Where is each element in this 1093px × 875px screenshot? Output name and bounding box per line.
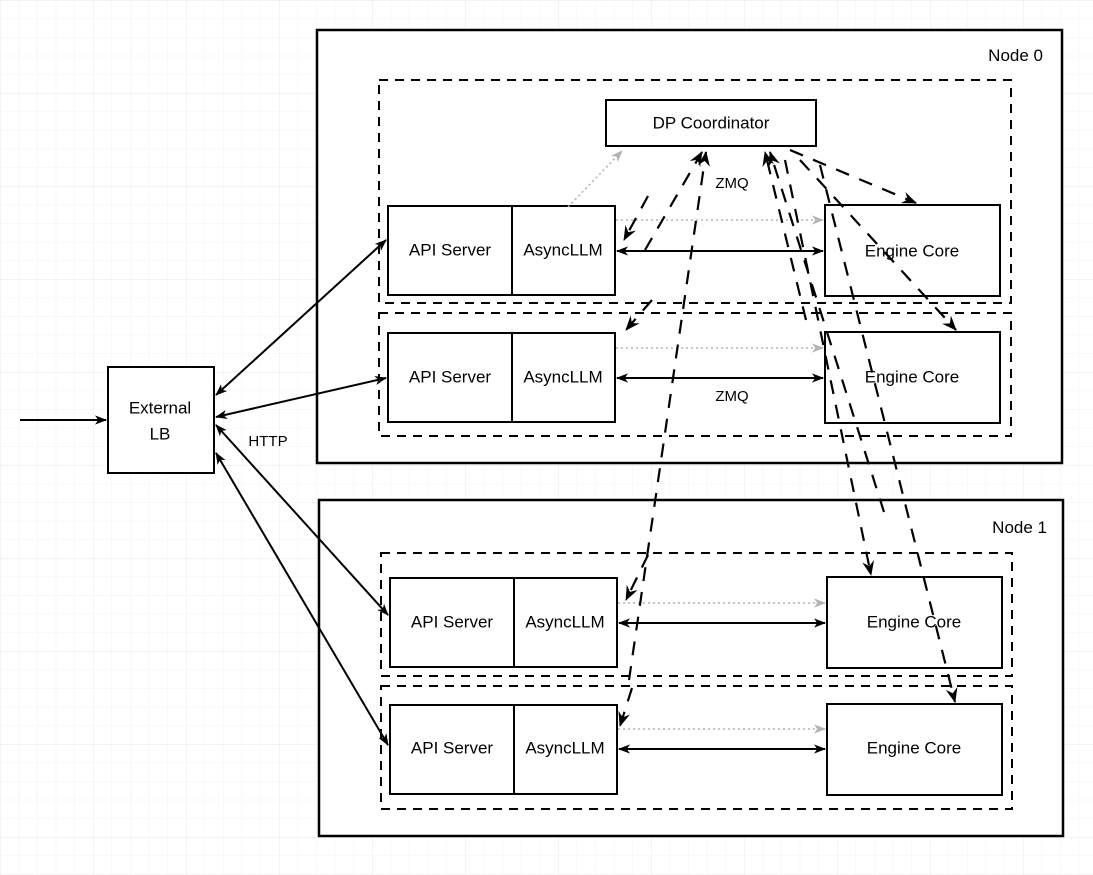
edge-lb-apiserver-0-1 <box>215 375 387 420</box>
node-1-group-1-enginecore-box[interactable] <box>826 703 1003 796</box>
node-0-label: Node 0 <box>988 46 1043 65</box>
node-1-group-0-enginecore-label: Engine Core <box>867 612 962 631</box>
dp-coordinator-box[interactable] <box>605 99 817 147</box>
external-lb-label-line2: LB <box>150 424 171 443</box>
node-1-group-0-apiserver-box[interactable] <box>389 577 618 668</box>
zmq-label-coordinator: ZMQ <box>715 175 748 192</box>
node-1-group-1-asyncllm-label: AsyncLLM <box>525 738 604 757</box>
http-label: HTTP <box>248 433 287 450</box>
edge-coordinator-in-1-1 <box>768 151 886 513</box>
node-1-group-0-asyncllm-label: AsyncLLM <box>525 612 604 631</box>
dp-coordinator-label: DP Coordinator <box>653 113 770 132</box>
node-0-group-1-asyncllm-label: AsyncLLM <box>523 367 602 386</box>
edge-lb-apiserver-0-0 <box>215 239 387 396</box>
external-lb-box[interactable] <box>107 366 215 474</box>
node-0-group-0-enginecore-box[interactable] <box>824 204 1001 297</box>
node-0-group-1-enginecore-box[interactable] <box>824 331 1001 424</box>
edge-lb-apiserver-1-1 <box>215 452 389 746</box>
edge-coordinator-out-1-1 <box>818 164 958 703</box>
edge-coordinator-to-asyncllm-1-0 <box>625 554 649 601</box>
node-1-group-1-apiserver-box[interactable] <box>389 704 618 795</box>
external-lb-label-line1: External <box>129 398 191 417</box>
node-0-group-0-apiserver-box[interactable] <box>387 205 616 296</box>
edge-coordinator-out-0-0 <box>789 148 917 205</box>
node-0-group-0-boundary <box>378 79 1012 304</box>
node-0-group-0-apiserver-label: API Server <box>409 240 492 259</box>
edge-coordinator-to-asyncllm-0-1 <box>625 299 653 331</box>
edge-coordinator-out-1-0 <box>783 159 875 576</box>
node-0-group-1-apiserver-label: API Server <box>409 367 492 386</box>
edge-coordinator-to-asyncllm-0-0 <box>623 195 649 241</box>
node-0-group-1-enginecore-label: Engine Core <box>865 367 960 386</box>
node-1-group-0-enginecore-box[interactable] <box>826 576 1003 669</box>
edge-coordinator-in-1-0 <box>627 151 710 681</box>
node-0-group-0-enginecore-label: Engine Core <box>865 241 960 260</box>
node-1-group-1-apiserver-label: API Server <box>411 738 494 757</box>
node-1-group-1-boundary <box>380 685 1013 810</box>
node-0-group-1-apiserver-box[interactable] <box>387 332 616 423</box>
edge-coordinator-to-asyncllm-1-1 <box>618 687 634 727</box>
edge-coordinator-in-0-1 <box>762 151 808 321</box>
node-0-group-0-asyncllm-label: AsyncLLM <box>523 240 602 259</box>
zmq-label-node-0-group-1: ZMQ <box>715 388 748 405</box>
edge-coordinator-out-0-1 <box>799 159 957 331</box>
edge-coordinator-in-0-0 <box>644 151 703 251</box>
node-1-label: Node 1 <box>992 518 1047 537</box>
node-1-group-0-apiserver-label: API Server <box>411 612 494 631</box>
node-1-group-1-enginecore-label: Engine Core <box>867 738 962 757</box>
